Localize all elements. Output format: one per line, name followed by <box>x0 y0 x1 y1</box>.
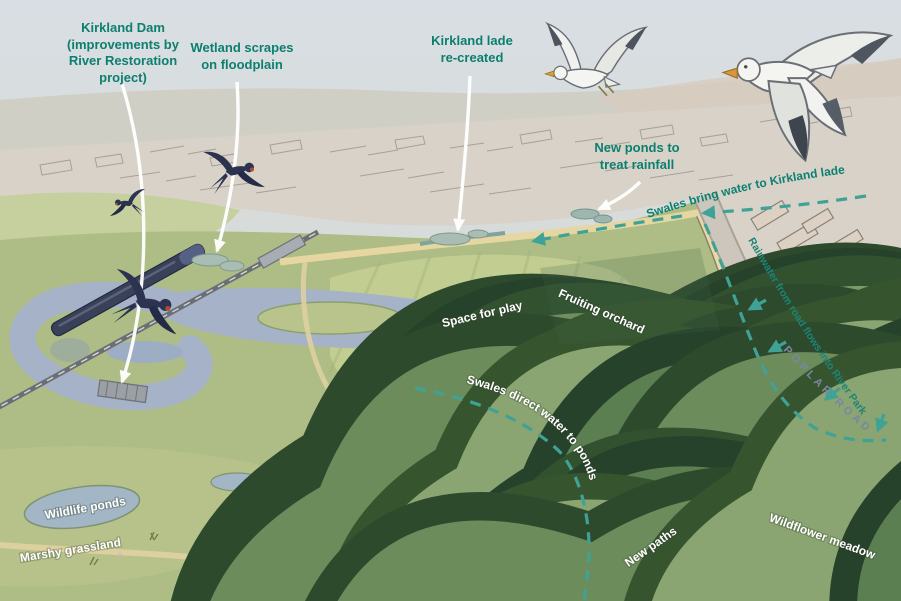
fruiting-orchard-trees <box>540 248 720 345</box>
leader-kirkland-dam <box>119 83 146 384</box>
swallow-icon <box>110 268 177 335</box>
leader-new-ponds <box>597 180 642 211</box>
label-new-ponds: New ponds to treat rainfall <box>594 140 680 172</box>
railway-bridge-icon <box>257 234 307 269</box>
swale-flow-lines <box>414 194 887 601</box>
leader-lines <box>119 75 642 384</box>
railway <box>0 229 320 410</box>
wetland-scrape <box>191 229 489 272</box>
leader-kirkland-lade <box>453 75 472 232</box>
oxbow-pond <box>107 341 183 363</box>
swallow-icon <box>203 151 265 195</box>
new-ponds <box>570 208 613 224</box>
train-icon <box>50 243 206 337</box>
swale-line-ponds <box>414 386 591 601</box>
leader-wetland-scrapes <box>214 81 240 253</box>
label-kirkland-lade: Kirkland lade re-created <box>431 33 513 65</box>
swale-line-lade-west <box>531 214 683 246</box>
label-kirkland-dam: Kirkland Dam (improvements by River Rest… <box>67 20 179 85</box>
swale-line-lade-east <box>701 194 867 220</box>
swale-line-road <box>703 223 887 443</box>
seagull-icon <box>721 31 894 163</box>
swallow-icon <box>110 189 145 216</box>
swale-arrows <box>747 297 889 433</box>
label-wetland-scrapes: Wetland scrapes on floodplain <box>190 40 294 72</box>
seagull-icon <box>544 21 649 97</box>
